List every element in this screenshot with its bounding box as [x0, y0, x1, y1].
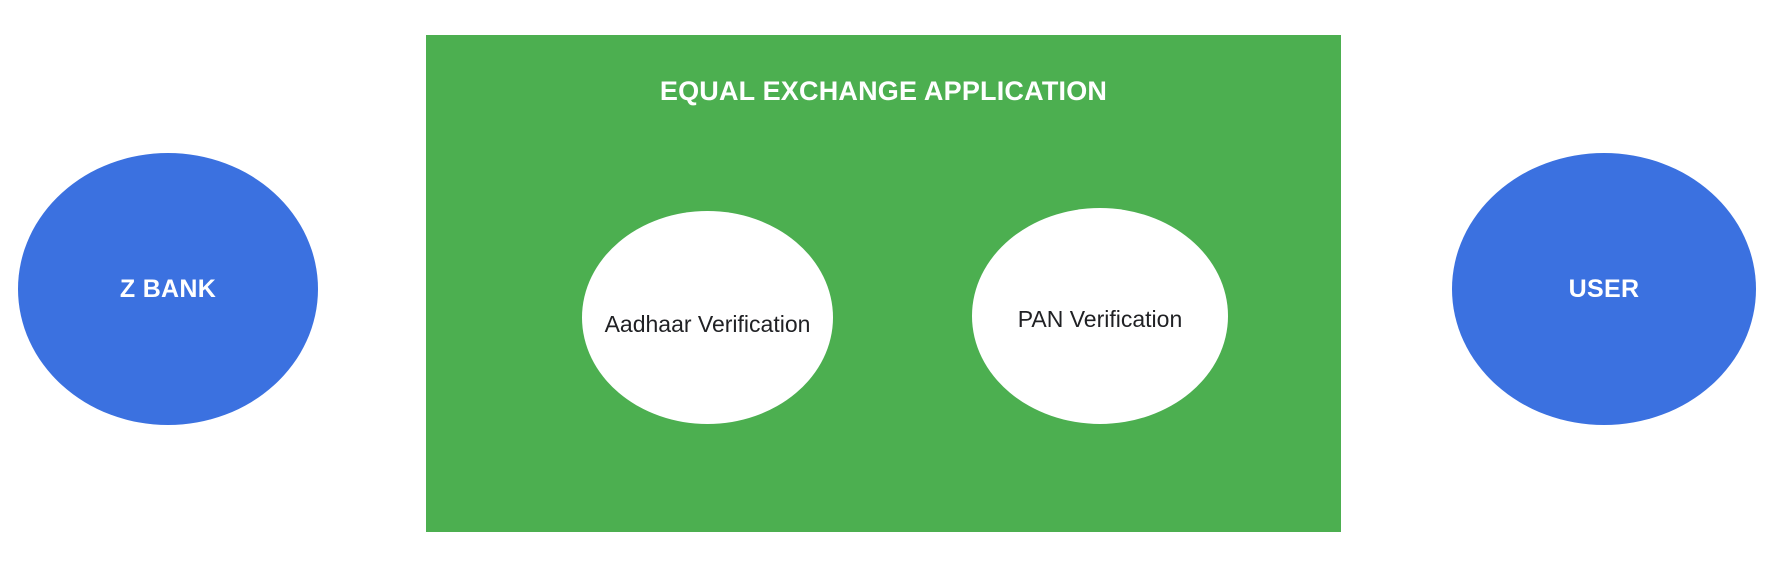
application-boundary-equal-exchange: EQUAL EXCHANGE APPLICATION Aadhaar Verif…	[426, 35, 1341, 532]
actor-node-z-bank[interactable]: Z BANK	[18, 153, 318, 425]
application-title: EQUAL EXCHANGE APPLICATION	[659, 76, 1108, 106]
service-node-pan-verification[interactable]: PAN Verification	[972, 208, 1228, 424]
actor-label-user: USER	[1568, 275, 1640, 303]
service-node-aadhaar-verification[interactable]: Aadhaar Verification	[582, 211, 833, 424]
service-label-aadhaar-verification: Aadhaar Verification	[604, 310, 811, 337]
service-label-pan-verification: PAN Verification	[1017, 306, 1183, 333]
actor-label-z-bank: Z BANK	[119, 275, 217, 303]
actor-node-user[interactable]: USER	[1452, 153, 1756, 425]
